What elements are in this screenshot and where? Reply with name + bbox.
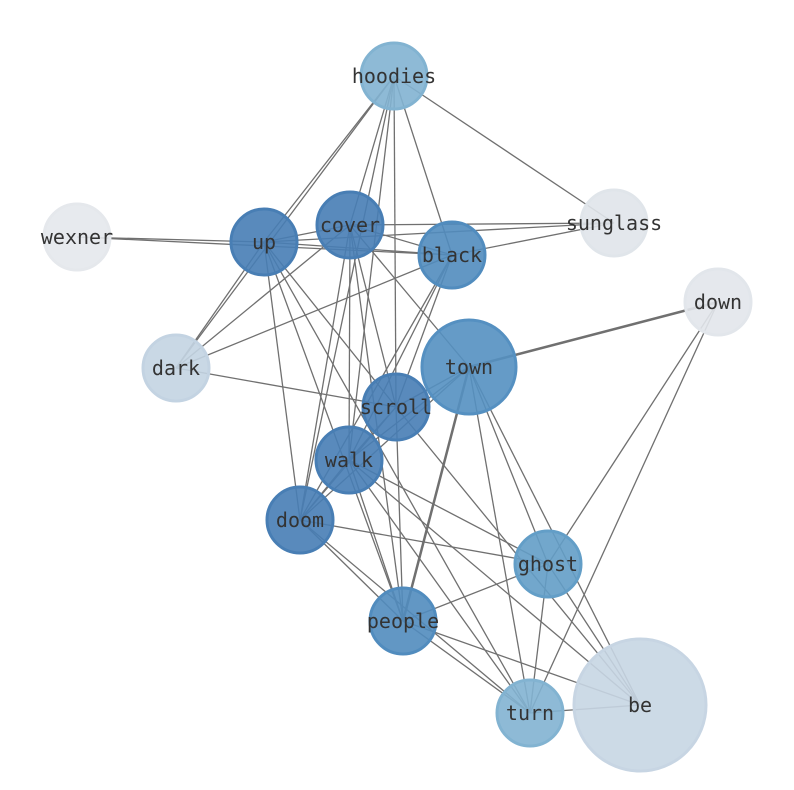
- node-label: people: [367, 609, 439, 633]
- node-wexner[interactable]: wexner: [41, 202, 113, 272]
- node-dark[interactable]: dark: [141, 333, 211, 403]
- edge-walk-turn: [348, 459, 531, 714]
- node-down[interactable]: down: [683, 267, 753, 337]
- node-circle: [683, 267, 753, 337]
- node-circle: [368, 586, 438, 656]
- node-label: walk: [325, 448, 373, 472]
- node-label: ghost: [518, 552, 578, 576]
- edge-up-turn: [263, 241, 531, 714]
- node-label: up: [252, 230, 276, 254]
- edge-cover-sunglass: [349, 222, 615, 226]
- edge-hoodies-up: [263, 75, 395, 243]
- edge-town-turn: [468, 366, 531, 714]
- node-scroll[interactable]: scroll: [360, 372, 432, 442]
- node-black[interactable]: black: [417, 220, 487, 290]
- node-label: scroll: [360, 395, 432, 419]
- node-circle: [513, 529, 583, 599]
- node-circle: [265, 485, 335, 555]
- node-label: cover: [320, 213, 380, 237]
- node-cover[interactable]: cover: [315, 190, 385, 260]
- node-up[interactable]: up: [229, 207, 299, 277]
- node-turn[interactable]: turn: [495, 678, 565, 748]
- node-label: wexner: [41, 225, 113, 249]
- node-label: down: [694, 290, 742, 314]
- node-label: black: [422, 243, 482, 267]
- edge-up-doom: [263, 241, 301, 521]
- node-label: sunglass: [566, 211, 662, 235]
- node-circle: [315, 190, 385, 260]
- node-be[interactable]: be: [572, 637, 708, 773]
- node-circle: [229, 207, 299, 277]
- node-circle: [495, 678, 565, 748]
- node-circle: [42, 202, 112, 272]
- node-walk[interactable]: walk: [314, 425, 384, 495]
- edge-scroll-people: [395, 406, 404, 622]
- node-ghost[interactable]: ghost: [513, 529, 583, 599]
- edge-hoodies-sunglass: [393, 75, 615, 224]
- edge-down-ghost: [547, 301, 719, 565]
- node-label: dark: [152, 356, 200, 380]
- node-circle: [361, 372, 431, 442]
- node-hoodies[interactable]: hoodies: [352, 41, 436, 111]
- edge-dark-scroll: [175, 367, 397, 408]
- node-label: town: [445, 355, 493, 379]
- node-circle: [572, 637, 708, 773]
- edge-cover-walk: [348, 224, 351, 461]
- edge-doom-ghost: [299, 519, 549, 565]
- node-town[interactable]: town: [420, 318, 518, 416]
- node-doom[interactable]: doom: [265, 485, 335, 555]
- nodes-layer: hoodies wexner up cover black sunglass down dar…: [41, 41, 753, 773]
- edge-black-walk: [348, 254, 453, 461]
- edge-hoodies-scroll: [393, 75, 397, 408]
- edge-down-turn: [529, 301, 719, 714]
- node-label: hoodies: [352, 64, 436, 88]
- node-circle: [579, 188, 649, 258]
- edge-hoodies-walk: [348, 75, 395, 461]
- node-sunglass[interactable]: sunglass: [566, 188, 662, 258]
- edge-up-scroll: [263, 241, 397, 408]
- node-circle: [420, 318, 518, 416]
- edge-black-dark: [175, 254, 453, 369]
- node-circle: [314, 425, 384, 495]
- node-people[interactable]: people: [367, 586, 439, 656]
- node-circle: [141, 333, 211, 403]
- edge-cover-dark: [175, 224, 351, 369]
- node-label: be: [628, 693, 652, 717]
- node-circle: [359, 41, 429, 111]
- edge-walk-ghost: [348, 459, 549, 565]
- edge-cover-doom: [299, 224, 351, 521]
- node-circle: [417, 220, 487, 290]
- node-label: turn: [506, 701, 554, 725]
- node-label: doom: [276, 508, 324, 532]
